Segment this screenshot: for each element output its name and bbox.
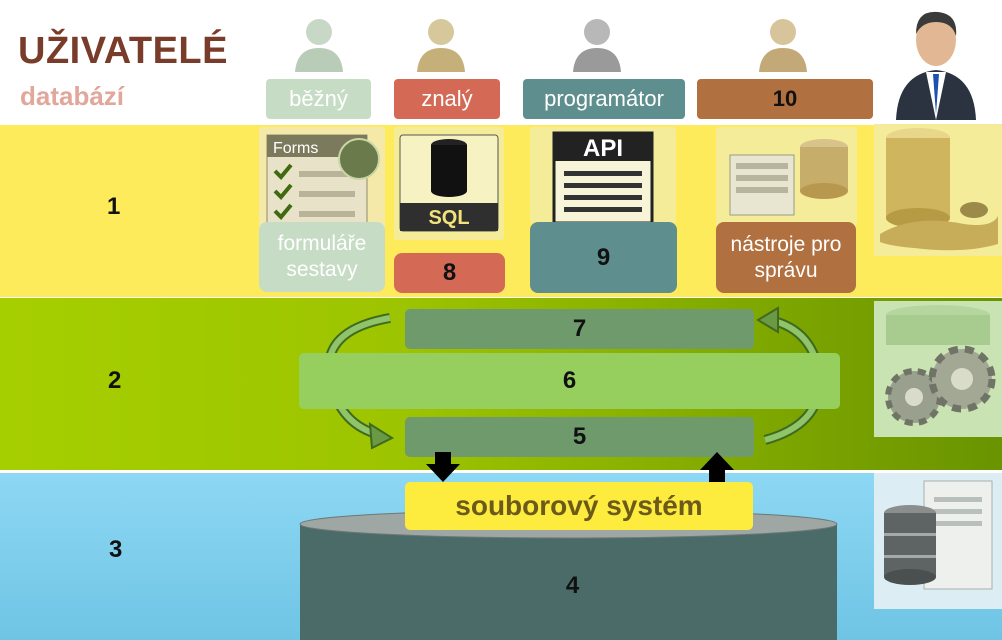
api-icon: API	[552, 131, 654, 225]
database-scroll-icon	[884, 480, 993, 590]
api-icon-text: API	[583, 135, 623, 162]
sql-label: 8	[394, 253, 505, 293]
page-title: UŽIVATELÉ	[18, 30, 228, 72]
businessman-icon	[896, 11, 976, 120]
sql-icon: SQL	[399, 134, 499, 232]
tools-tile	[716, 127, 857, 227]
user-icon-admin	[759, 19, 807, 72]
layer-number-3: 3	[109, 536, 123, 563]
page-subtitle: databází	[20, 81, 125, 111]
layer2-side-tile	[874, 301, 1002, 437]
gears-icon	[885, 305, 996, 426]
arrow-down-icon	[426, 452, 460, 482]
forms-tile: Forms	[259, 127, 385, 237]
forms-label: formuláře sestavy	[259, 222, 385, 292]
role-programmer: programátor	[523, 79, 685, 119]
database-hand-icon	[880, 128, 998, 251]
layer2-bar-6: 6	[299, 353, 840, 409]
layer-number-1: 1	[107, 193, 121, 220]
forms-icon-text: Forms	[273, 140, 318, 157]
role-admin-number: 10	[697, 79, 873, 119]
arrow-right-head	[756, 306, 779, 334]
api-label: 9	[530, 222, 677, 293]
user-icon-skilled	[417, 19, 465, 72]
layer2-bar-5: 5	[405, 417, 754, 457]
layer-number-2: 2	[108, 367, 122, 394]
role-basic: běžný	[266, 79, 371, 119]
forms-icon: Forms	[266, 134, 380, 232]
filesystem-box: souborový systém	[405, 482, 753, 530]
sql-icon-text: SQL	[428, 207, 469, 229]
arrow-left-head	[368, 422, 395, 450]
user-icon-basic	[295, 19, 343, 72]
tools-label: nástroje pro správu	[716, 222, 856, 293]
layer1-side-tile	[874, 124, 1002, 256]
sql-tile: SQL	[394, 127, 504, 240]
layer3-side-tile	[874, 473, 1002, 609]
user-icon-programmer	[573, 19, 621, 72]
storage-label: 4	[565, 572, 580, 599]
api-tile: API	[530, 127, 676, 225]
arrow-up-icon	[700, 452, 734, 484]
layer2-bar-7: 7	[405, 309, 754, 349]
role-skilled: znalý	[394, 79, 500, 119]
admin-tools-icon	[729, 139, 848, 216]
